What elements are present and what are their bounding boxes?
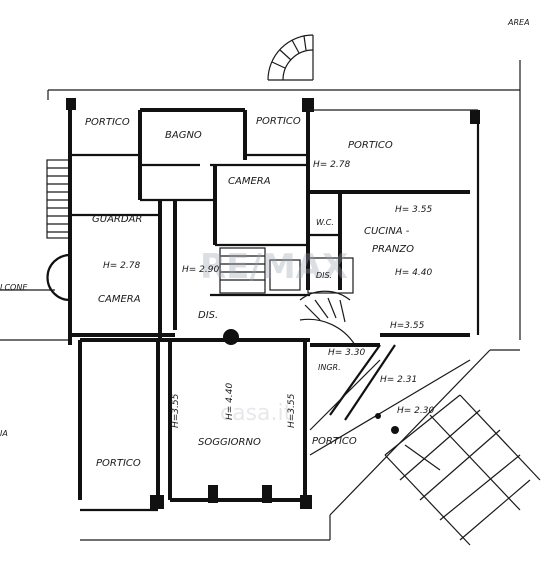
- label-h-355-mid: H=3.55: [287, 393, 297, 428]
- label-bagno: BAGNO: [165, 130, 202, 141]
- watermark-logo: RE/MAX: [200, 247, 348, 287]
- label-area: AREA: [507, 18, 530, 27]
- label-h-355-left: H=3.55: [171, 393, 181, 428]
- label-h-230: H= 2.30: [397, 406, 434, 416]
- label-pranzo: PRANZO: [372, 244, 414, 255]
- label-wc: W.C.: [316, 218, 334, 227]
- label-camera-left: CAMERA: [98, 294, 141, 305]
- label-cucina: CUCINA -: [364, 226, 410, 237]
- label-h-355-right: H=3.55: [390, 321, 425, 331]
- site-lines: [0, 60, 521, 541]
- label-guardar: GUARDAR: [92, 214, 142, 225]
- label-h-231: H= 2.31: [380, 375, 417, 385]
- label-portico-bottom-left: PORTICO: [96, 458, 141, 469]
- label-portico-bottom-right: PORTICO: [312, 436, 357, 447]
- label-ingr: INGR.: [318, 363, 341, 372]
- label-left-edge: IA: [0, 429, 8, 438]
- spiral-stair-top: [267, 34, 314, 81]
- label-portico-top-right: PORTICO: [348, 140, 393, 151]
- label-h-camera-left: H= 2.78: [103, 261, 140, 271]
- label-soggiorno: SOGGIORNO: [198, 437, 261, 448]
- label-camera-top: CAMERA: [228, 176, 271, 187]
- label-dis: DIS.: [198, 310, 218, 321]
- label-h-cucina: H= 3.55: [395, 205, 432, 215]
- label-balcone: LCONE: [0, 283, 28, 292]
- label-portico-top-mid: PORTICO: [256, 116, 301, 127]
- label-h-440-soggiorno: H= 4.40: [225, 383, 235, 420]
- walls: [66, 98, 541, 546]
- label-dis-small: DIS.: [316, 271, 332, 280]
- label-h-cucina2: H= 4.40: [395, 268, 432, 278]
- label-portico-top-left: PORTICO: [85, 117, 130, 128]
- left-stair: [46, 159, 70, 239]
- balcony-curve: [46, 253, 71, 302]
- label-h-portico-right: H= 2.78: [313, 160, 350, 170]
- label-h-center: H= 2.90: [182, 265, 219, 275]
- watermark-site: casa.it: [220, 401, 293, 426]
- label-h-330: H= 3.30: [328, 348, 365, 358]
